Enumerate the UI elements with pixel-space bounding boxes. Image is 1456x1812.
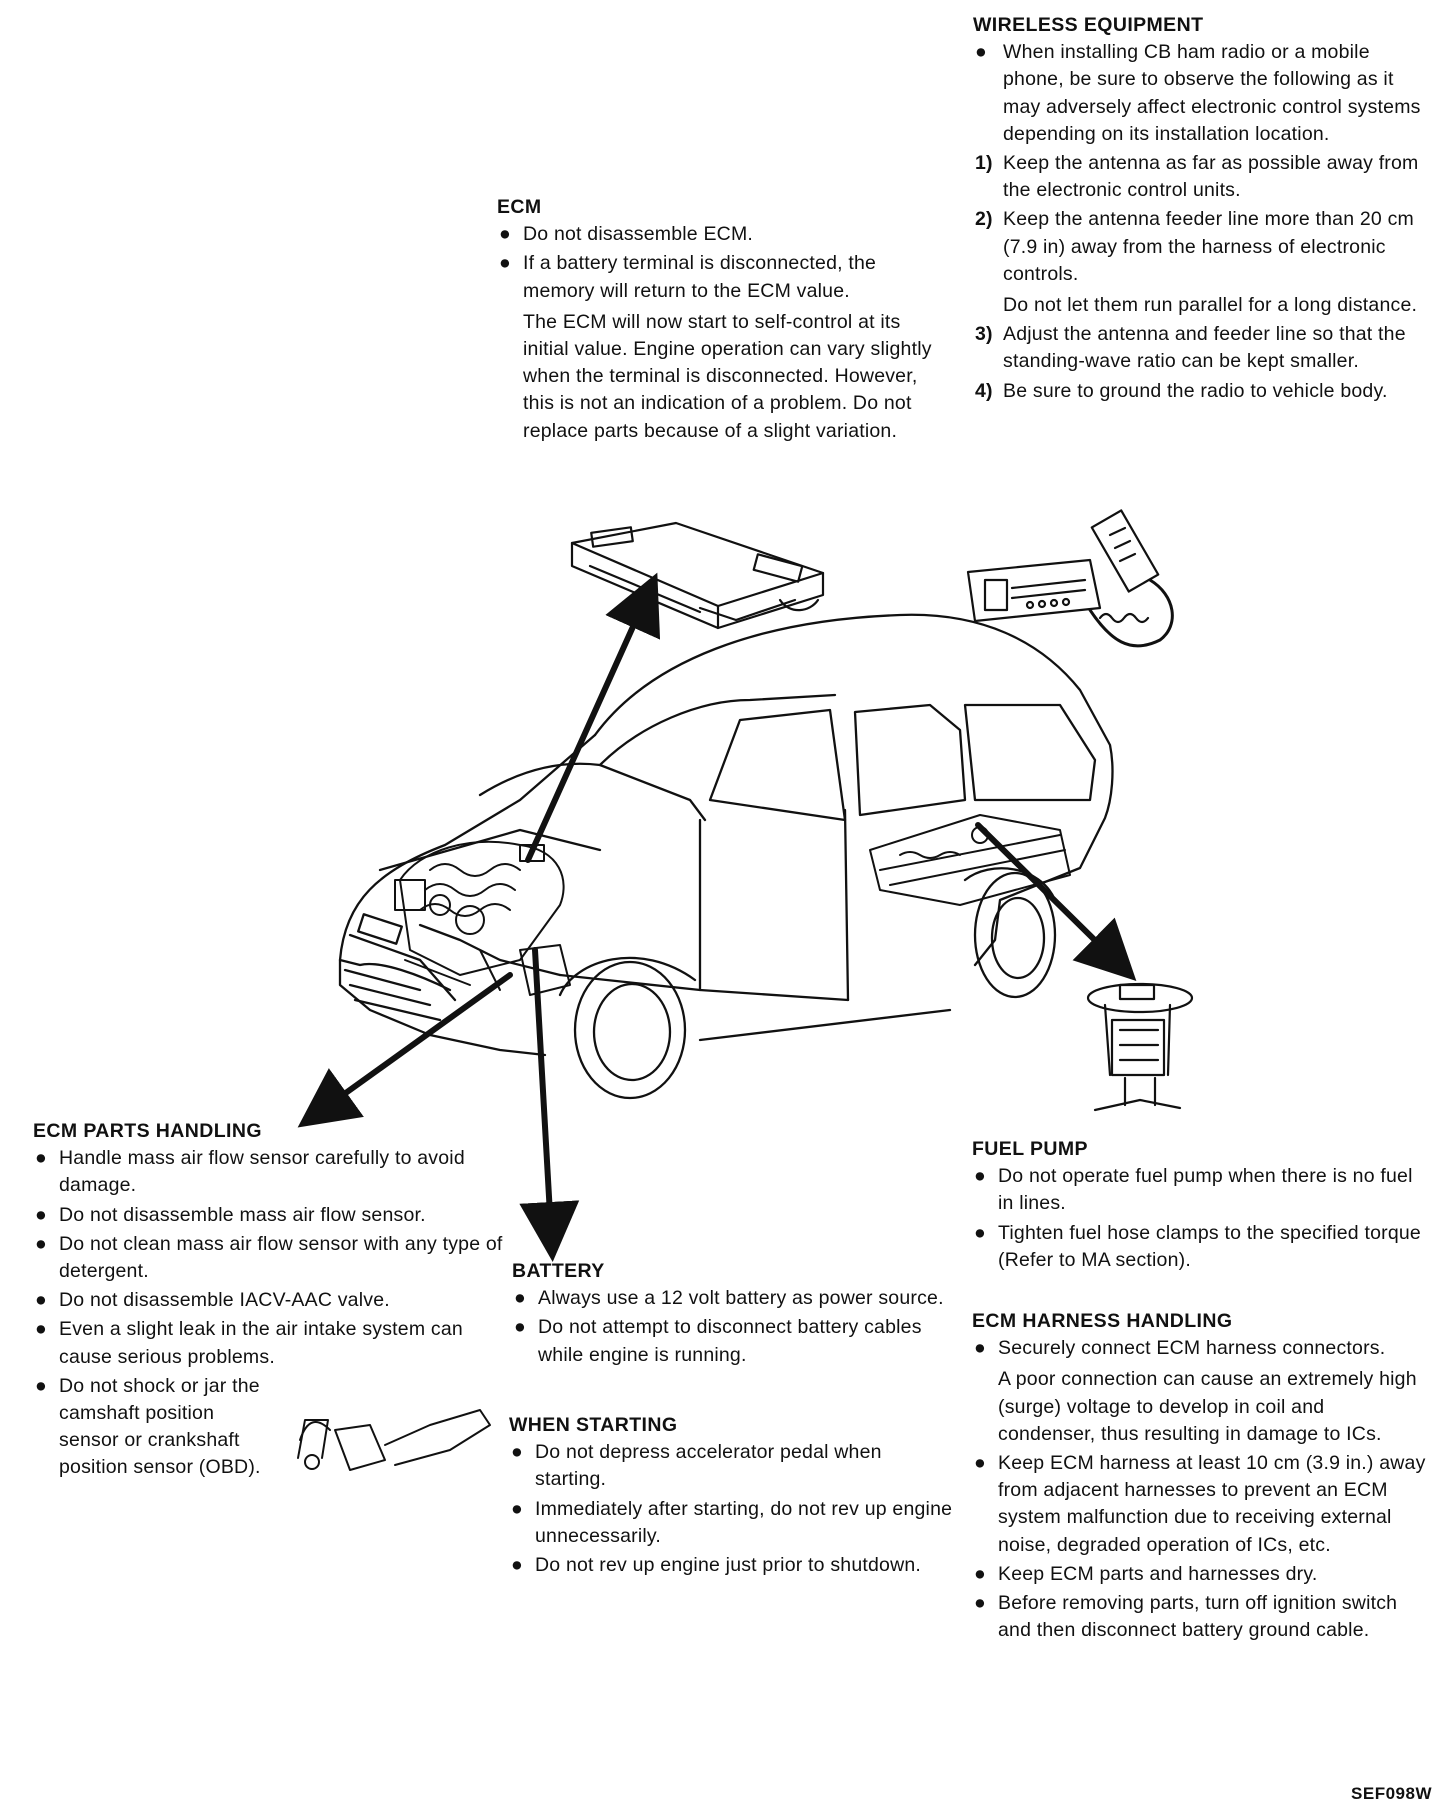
list-item: ●Do not disassemble ECM. <box>497 221 937 248</box>
bullet-icon: ● <box>975 39 997 66</box>
list-item: ●Always use a 12 volt battery as power s… <box>512 1285 952 1312</box>
list-item: 3)Adjust the antenna and feeder line so … <box>973 321 1428 375</box>
list-item: ●Do not disassemble mass air flow sensor… <box>33 1202 503 1229</box>
item-text: Handle mass air flow sensor carefully to… <box>59 1147 465 1196</box>
item-text: If a battery terminal is disconnected, t… <box>523 252 876 301</box>
step-number: 3) <box>975 321 997 348</box>
item-text: Do not attempt to disconnect battery cab… <box>538 1316 922 1365</box>
fuel-pump-title: FUEL PUMP <box>972 1136 1422 1163</box>
bullet-icon: ● <box>35 1316 57 1343</box>
item-note: The ECM will now start to self-control a… <box>523 309 937 445</box>
bullet-icon: ● <box>511 1552 533 1579</box>
list-item: ●Securely connect ECM harness connectors… <box>972 1335 1427 1448</box>
bullet-icon: ● <box>499 221 521 248</box>
item-text: Keep ECM parts and harnesses dry. <box>998 1563 1317 1585</box>
item-note: Do not let them run parallel for a long … <box>1003 292 1428 319</box>
item-text: Keep the antenna feeder line more than 2… <box>1003 208 1414 284</box>
list-item: ●Do not depress accelerator pedal when s… <box>509 1439 954 1493</box>
list-item: ●Do not shock or jar the camshaft positi… <box>33 1373 274 1482</box>
ecm-title: ECM <box>497 194 937 221</box>
list-item: 2)Keep the antenna feeder line more than… <box>973 206 1428 319</box>
item-text: Be sure to ground the radio to vehicle b… <box>1003 380 1388 402</box>
ecm-section: ECM ●Do not disassemble ECM. ●If a batte… <box>497 194 937 447</box>
item-text: Do not depress accelerator pedal when st… <box>535 1441 882 1490</box>
bullet-icon: ● <box>974 1561 996 1588</box>
item-text: Do not disassemble IACV-AAC valve. <box>59 1289 390 1311</box>
bullet-icon: ● <box>35 1202 57 1229</box>
starting-title: WHEN STARTING <box>509 1412 954 1439</box>
list-item: ●Keep ECM harness at least 10 cm (3.9 in… <box>972 1450 1427 1559</box>
item-text: Immediately after starting, do not rev u… <box>535 1498 952 1547</box>
list-item: ●Do not operate fuel pump when there is … <box>972 1163 1422 1217</box>
item-text: Keep ECM harness at least 10 cm (3.9 in.… <box>998 1452 1426 1556</box>
fuel-pump-section: FUEL PUMP ●Do not operate fuel pump when… <box>972 1136 1422 1276</box>
bullet-icon: ● <box>511 1496 533 1523</box>
list-item: ●Handle mass air flow sensor carefully t… <box>33 1145 503 1199</box>
item-text: Adjust the antenna and feeder line so th… <box>1003 323 1406 372</box>
bullet-icon: ● <box>35 1287 57 1314</box>
wireless-section: WIRELESS EQUIPMENT ●When installing CB h… <box>973 12 1428 407</box>
bullet-icon: ● <box>35 1231 57 1258</box>
item-text: Securely connect ECM harness connectors. <box>998 1337 1385 1359</box>
starting-section: WHEN STARTING ●Do not depress accelerato… <box>509 1412 954 1581</box>
ecm-parts-section: ECM PARTS HANDLING ●Handle mass air flow… <box>33 1118 503 1484</box>
item-text: Do not operate fuel pump when there is n… <box>998 1165 1413 1214</box>
fuel-tank-drawing <box>870 815 1070 905</box>
list-item: ●Even a slight leak in the air intake sy… <box>33 1316 503 1370</box>
bullet-icon: ● <box>511 1439 533 1466</box>
bullet-icon: ● <box>974 1590 996 1617</box>
item-text: Do not shock or jar the camshaft positio… <box>59 1375 261 1479</box>
list-item: ●Do not disassemble IACV-AAC valve. <box>33 1287 503 1314</box>
list-item: 4) Be sure to ground the radio to vehicle… <box>973 378 1428 405</box>
step-number: 2) <box>975 206 997 233</box>
list-item: ●Do not attempt to disconnect battery ca… <box>512 1314 952 1368</box>
bullet-icon: ● <box>35 1373 57 1400</box>
radio-drawing <box>968 510 1172 645</box>
step-number: 4) <box>975 378 997 405</box>
step-number: 1) <box>975 150 997 177</box>
harness-title: ECM HARNESS HANDLING <box>972 1308 1427 1335</box>
item-text: When installing CB ham radio or a mobile… <box>1003 41 1421 145</box>
item-text: Do not disassemble ECM. <box>523 223 753 245</box>
bullet-icon: ● <box>514 1285 536 1312</box>
item-text: Tighten fuel hose clamps to the specifie… <box>998 1222 1421 1271</box>
list-item: 1)Keep the antenna as far as possible aw… <box>973 150 1428 204</box>
item-text: Before removing parts, turn off ignition… <box>998 1592 1397 1641</box>
bullet-icon: ● <box>499 250 521 277</box>
item-text: Always use a 12 volt battery as power so… <box>538 1287 944 1309</box>
item-text: Do not disassemble mass air flow sensor. <box>59 1204 426 1226</box>
bullet-icon: ● <box>974 1220 996 1247</box>
bullet-icon: ● <box>514 1314 536 1341</box>
item-note: A poor connection can cause an extremely… <box>998 1366 1427 1448</box>
wireless-title: WIRELESS EQUIPMENT <box>973 12 1428 39</box>
van-drawing <box>340 615 1112 1098</box>
list-item: ●If a battery terminal is disconnected, … <box>497 250 937 444</box>
figure-code: SEF098W <box>1351 1784 1432 1804</box>
fuel-pump-drawing <box>1088 984 1192 1110</box>
list-item: ●Before removing parts, turn off ignitio… <box>972 1590 1427 1644</box>
list-item: ●Do not clean mass air flow sensor with … <box>33 1231 503 1285</box>
item-text: Do not rev up engine just prior to shutd… <box>535 1554 921 1576</box>
ecm-unit-drawing <box>572 523 823 628</box>
item-text: Keep the antenna as far as possible away… <box>1003 152 1419 201</box>
list-item: ●Tighten fuel hose clamps to the specifi… <box>972 1220 1422 1274</box>
battery-section: BATTERY ●Always use a 12 volt battery as… <box>512 1258 952 1371</box>
bullet-icon: ● <box>974 1450 996 1477</box>
list-item: ●When installing CB ham radio or a mobil… <box>973 39 1428 148</box>
battery-title: BATTERY <box>512 1258 952 1285</box>
bullet-icon: ● <box>974 1163 996 1190</box>
list-item: ●Do not rev up engine just prior to shut… <box>509 1552 954 1579</box>
bullet-icon: ● <box>974 1335 996 1362</box>
item-text: Even a slight leak in the air intake sys… <box>59 1318 463 1367</box>
bullet-icon: ● <box>35 1145 57 1172</box>
ecm-parts-title: ECM PARTS HANDLING <box>33 1118 503 1145</box>
list-item: ●Immediately after starting, do not rev … <box>509 1496 954 1550</box>
item-text: Do not clean mass air flow sensor with a… <box>59 1233 503 1282</box>
list-item: ●Keep ECM parts and harnesses dry. <box>972 1561 1427 1588</box>
harness-section: ECM HARNESS HANDLING ●Securely connect E… <box>972 1308 1427 1646</box>
